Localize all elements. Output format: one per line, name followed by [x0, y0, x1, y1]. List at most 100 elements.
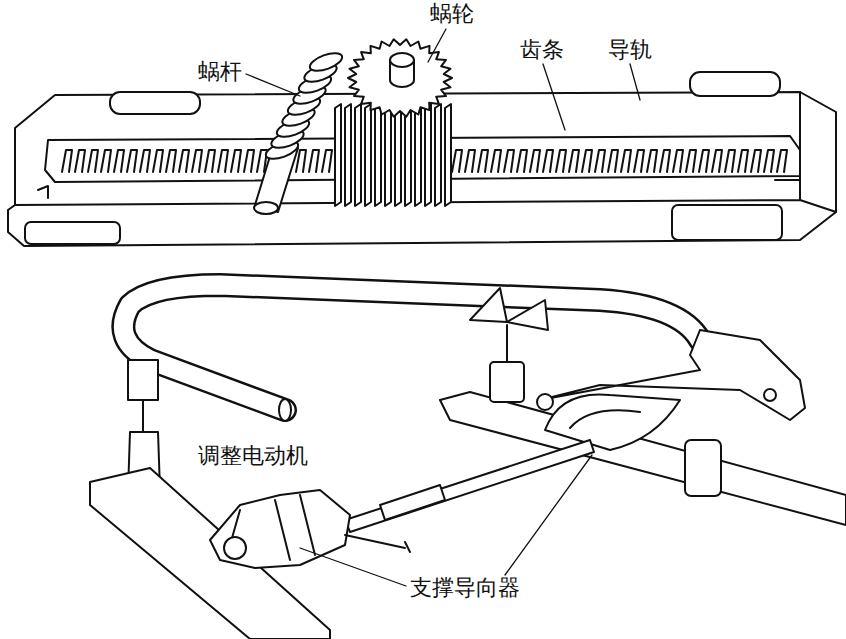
rack-tooth [322, 150, 332, 172]
rack-tooth [543, 150, 553, 172]
latch-sector [545, 394, 680, 450]
leader-lines [246, 29, 640, 586]
tube-end [279, 399, 291, 421]
leader-line [300, 548, 406, 586]
worm-thread [308, 50, 345, 75]
rack-tooth [179, 150, 189, 172]
rack-tooth [530, 150, 540, 172]
motor-end [224, 537, 246, 559]
rail-edge [15, 92, 836, 212]
part-label: 蜗杆 [196, 60, 244, 84]
rack-tooth [738, 150, 748, 172]
rack-tooth [569, 150, 579, 172]
rack-tooth [218, 150, 228, 172]
motor-shaft [345, 535, 410, 552]
rack-tooth [309, 150, 319, 172]
pinion-tooth [415, 104, 421, 206]
left-post [142, 400, 144, 432]
rack-tooth [712, 150, 722, 172]
rack-tooth [88, 150, 98, 172]
rack-tooth [153, 150, 163, 172]
rack-tooth [634, 150, 644, 172]
rack-tooth [673, 150, 683, 172]
pinion-tooth [445, 104, 451, 206]
leader-line [543, 64, 565, 130]
rack-tooth [231, 150, 241, 172]
part-label: 支撑导向器 [408, 576, 522, 600]
rack-tooth [660, 150, 670, 172]
rack-tooth [764, 150, 774, 172]
seat-tube [123, 285, 700, 410]
part-label: 齿条 [518, 38, 566, 62]
rail-pad [25, 222, 120, 244]
rack-tooth [517, 150, 527, 172]
sector-slot [570, 410, 640, 428]
leader-line [630, 64, 640, 100]
pinion-tooth [335, 104, 341, 206]
part-label: 调整电动机 [196, 444, 310, 468]
right-post-cap [490, 362, 524, 402]
worm-gear [348, 39, 452, 116]
leader-line [505, 455, 592, 575]
rack-tooth [465, 150, 475, 172]
rack-tooth [166, 150, 176, 172]
left-post-top [128, 360, 158, 400]
rack-tooth [114, 150, 124, 172]
worm-gear-teeth [348, 39, 452, 116]
rack-tooth [62, 150, 72, 172]
pinion-body [335, 105, 450, 205]
pinion-gear [335, 104, 451, 206]
rack-tooth [595, 150, 605, 172]
rail-pad [672, 205, 782, 240]
pinion-tooth [435, 104, 441, 206]
drive-sleeve [380, 485, 445, 520]
pivot [537, 394, 553, 410]
rack-tooth [686, 150, 696, 172]
pinion-tooth [385, 104, 391, 206]
seat-tube-outline [123, 285, 700, 410]
rack-tooth [556, 150, 566, 172]
rack-tooth [101, 150, 111, 172]
rear-post-cap [685, 440, 721, 496]
guide-rail [8, 92, 836, 246]
rack-tooth [244, 150, 254, 172]
rail-pad [110, 92, 200, 114]
rack-tooth [699, 150, 709, 172]
pinion-tooth [425, 104, 431, 206]
rack-tooth [621, 150, 631, 172]
rail-pad [690, 72, 780, 96]
rack-tooth [777, 150, 787, 172]
gear-hub-top [390, 53, 414, 67]
rack-tooth [140, 150, 150, 172]
worm [254, 50, 344, 214]
part-label: 蜗轮 [428, 2, 476, 26]
rack-tooth [452, 150, 462, 172]
rack-tooth [75, 150, 85, 172]
pinion-tooth [355, 104, 361, 206]
rack-tooth [725, 150, 735, 172]
pinion-tooth [395, 104, 401, 206]
pinion-tooth [345, 104, 351, 206]
pinion-tooth [405, 104, 411, 206]
leader-line [428, 29, 446, 62]
rack-tooth [296, 150, 306, 172]
pivot [764, 389, 776, 401]
rack-tooth [582, 150, 592, 172]
rack-tooth [751, 150, 761, 172]
pinion-tooth [375, 104, 381, 206]
rack-tooth [647, 150, 657, 172]
drive-shaft [345, 440, 594, 532]
worm-shaft-end [254, 202, 278, 214]
rack-tooth [205, 150, 215, 172]
pinion-tooth [365, 104, 371, 206]
rack-tooth [478, 150, 488, 172]
right-post [506, 325, 508, 362]
part-label: 导轨 [606, 38, 654, 62]
rack-tooth [504, 150, 514, 172]
leader-line [246, 74, 300, 96]
rack-tooth [491, 150, 501, 172]
bracket-flag [470, 288, 548, 330]
adjust-motor [210, 490, 350, 568]
